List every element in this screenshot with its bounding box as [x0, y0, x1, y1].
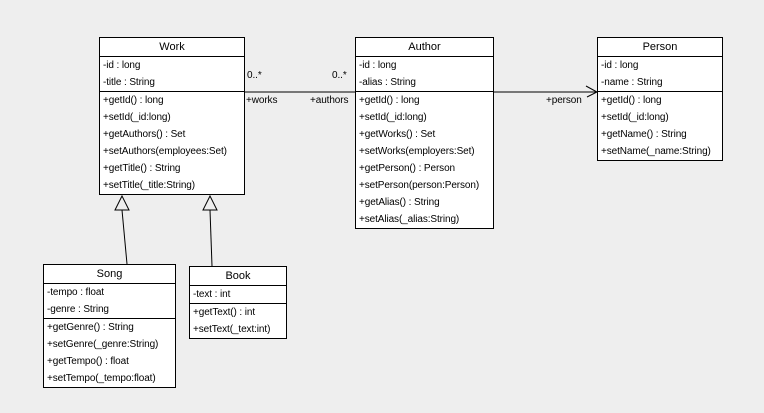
- class-author[interactable]: Author -id : long -alias : String +getId(…: [355, 37, 494, 229]
- method-row: +setGenre(_genre:String): [47, 339, 159, 350]
- method-row: +setText(_text:int): [193, 324, 271, 335]
- class-title: Song: [44, 265, 175, 284]
- class-song[interactable]: Song -tempo : float -genre : String +getG…: [43, 264, 176, 388]
- method-row: +setPerson(person:Person): [359, 180, 480, 191]
- method-row: +getTempo() : float: [47, 356, 129, 367]
- triangle-arrow-icon: [202, 194, 218, 211]
- method-row: +setTitle(_title:String): [103, 180, 195, 191]
- method-row: +getId() : long: [601, 95, 662, 106]
- method-row: +getAlias() : String: [359, 197, 440, 208]
- class-title: Work: [100, 38, 244, 57]
- attribute-row: -id : long: [103, 60, 141, 71]
- method-row: +setAuthors(employees:Set): [103, 146, 227, 157]
- attributes-compartment: -id : long -name : String: [598, 57, 722, 92]
- multiplicity-work-end: 0..*: [247, 70, 262, 81]
- class-book[interactable]: Book -text : int +getText() : int +setTex…: [189, 266, 287, 339]
- multiplicity-author-end: 0..*: [332, 70, 347, 81]
- method-row: +setId(_id:long): [601, 112, 669, 123]
- class-person[interactable]: Person -id : long -name : String +getId()…: [597, 37, 723, 161]
- attribute-row: -title : String: [103, 77, 155, 88]
- method-row: +getWorks() : Set: [359, 129, 436, 140]
- role-person-label: +person: [546, 95, 582, 106]
- attribute-row: -genre : String: [47, 304, 109, 315]
- attribute-row: -text : int: [193, 289, 231, 300]
- class-title: Person: [598, 38, 722, 57]
- triangle-arrow-icon: [114, 194, 130, 211]
- attributes-compartment: -text : int: [190, 286, 286, 304]
- methods-compartment: +getText() : int +setText(_text:int): [190, 304, 286, 338]
- method-row: +getText() : int: [193, 307, 256, 318]
- method-row: +getAuthors() : Set: [103, 129, 186, 140]
- method-row: +getId() : long: [103, 95, 164, 106]
- role-authors-label: +authors: [310, 95, 349, 106]
- class-title: Author: [356, 38, 493, 57]
- attribute-row: -tempo : float: [47, 287, 104, 298]
- method-row: +getName() : String: [601, 129, 687, 140]
- generalization-book-work[interactable]: [202, 194, 218, 267]
- attributes-compartment: -id : long -alias : String: [356, 57, 493, 92]
- attribute-row: -id : long: [359, 60, 397, 71]
- method-row: +getTitle() : String: [103, 163, 181, 174]
- generalization-song-work[interactable]: [114, 194, 130, 265]
- role-works-label: +works: [246, 95, 278, 106]
- method-row: +setId(_id:long): [359, 112, 427, 123]
- methods-compartment: +getId() : long +setId(_id:long) +getWorks…: [356, 92, 493, 228]
- method-row: +getPerson() : Person: [359, 163, 456, 174]
- method-row: +setTempo(_tempo:float): [47, 373, 156, 384]
- attributes-compartment: -id : long -title : String: [100, 57, 244, 92]
- method-row: +getGenre() : String: [47, 322, 134, 333]
- class-work[interactable]: Work -id : long -title : String +getId() …: [99, 37, 245, 195]
- attribute-row: -alias : String: [359, 77, 416, 88]
- attribute-row: -id : long: [601, 60, 639, 71]
- method-row: +setName(_name:String): [601, 146, 711, 157]
- methods-compartment: +getGenre() : String +setGenre(_genre:Str…: [44, 319, 175, 387]
- method-row: +setAlias(_alias:String): [359, 214, 460, 225]
- methods-compartment: +getId() : long +setId(_id:long) +getAutho…: [100, 92, 244, 194]
- attributes-compartment: -tempo : float -genre : String: [44, 284, 175, 319]
- attribute-row: -name : String: [601, 77, 663, 88]
- class-title: Book: [190, 267, 286, 286]
- methods-compartment: +getId() : long +setId(_id:long) +getName(…: [598, 92, 722, 160]
- method-row: +getId() : long: [359, 95, 420, 106]
- method-row: +setId(_id:long): [103, 112, 171, 123]
- method-row: +setWorks(employers:Set): [359, 146, 475, 157]
